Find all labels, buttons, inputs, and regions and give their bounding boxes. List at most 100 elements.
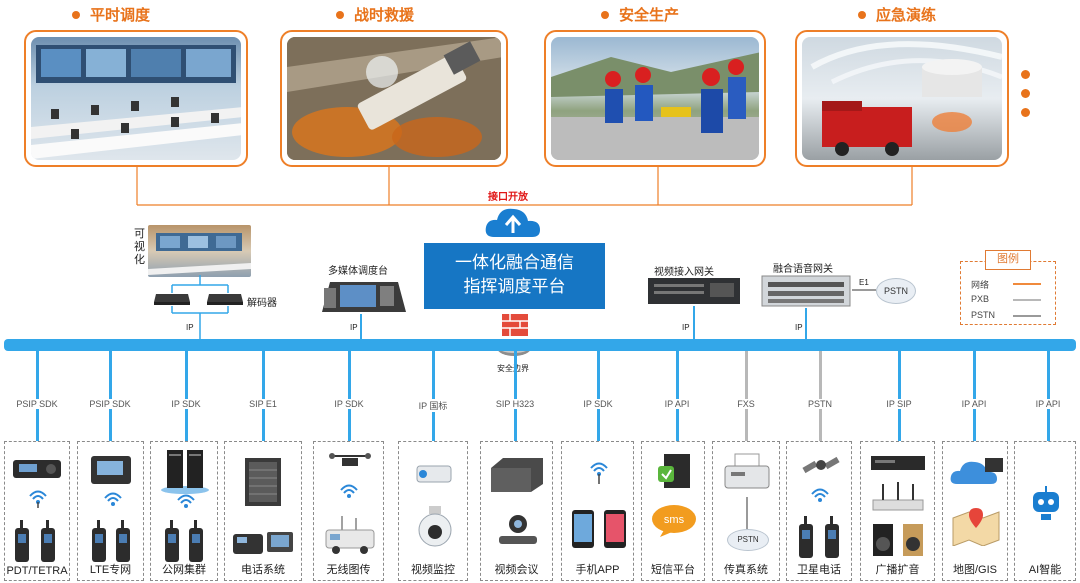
smartphone-icon bbox=[572, 510, 626, 548]
platform-title-line2: 指挥调度平台 bbox=[463, 277, 566, 296]
card-satellite-phone: 卫星电话 bbox=[786, 441, 852, 581]
card-label: 广播扩音 bbox=[875, 564, 920, 576]
svg-text:sms: sms bbox=[664, 514, 685, 526]
protocol-label-7: SIP H323 bbox=[493, 399, 537, 409]
satellite-handset-icon bbox=[799, 516, 813, 558]
fax-machine-icon bbox=[724, 453, 770, 489]
platform-title-line1: 一体化融合通信 bbox=[455, 253, 574, 272]
legend-item-pxb: PXB bbox=[971, 294, 990, 304]
card-label: LTE专网 bbox=[89, 564, 132, 576]
wifi-icon bbox=[29, 490, 47, 508]
video-gateway-ip-label: IP bbox=[682, 323, 690, 332]
handheld-radio-icon bbox=[165, 520, 179, 562]
decoder-label: 解码器 bbox=[247, 298, 277, 309]
card-label: 短信平台 bbox=[651, 564, 695, 576]
card-label: 视频监控 bbox=[411, 564, 455, 576]
card-broadcast: 广播扩音 bbox=[860, 441, 935, 581]
drone-icon bbox=[329, 453, 371, 466]
card-public-cluster: 公网集群 bbox=[150, 441, 218, 581]
handheld-radio-icon bbox=[15, 520, 29, 562]
bullet-camera-icon bbox=[416, 465, 452, 483]
decoder-icon-1 bbox=[154, 294, 190, 305]
scenario-connection-lines bbox=[136, 167, 913, 206]
protocol-label-11: PSTN bbox=[805, 399, 835, 409]
link-11 bbox=[819, 351, 822, 441]
card-label: 无线图传 bbox=[326, 564, 371, 576]
microphone-array-icon bbox=[872, 482, 924, 511]
handheld-radio-icon bbox=[41, 520, 55, 562]
decoder-ip-label: IP bbox=[186, 323, 194, 332]
multimedia-console-label: 多媒体调度台 bbox=[328, 266, 388, 277]
card-label: 手机APP bbox=[575, 564, 620, 576]
link-10 bbox=[745, 351, 748, 441]
card-fax-system: PSTN 传真系统 bbox=[712, 441, 780, 581]
card-label: PDT/TETRA bbox=[6, 565, 68, 577]
network-bus bbox=[4, 339, 1076, 351]
protocol-label-1: PSIP SDK bbox=[14, 399, 60, 409]
console-ip-label: IP bbox=[350, 323, 358, 332]
link-6 bbox=[432, 351, 435, 441]
multimedia-console-icon bbox=[322, 282, 406, 312]
card-video-conference: 视频会议 bbox=[480, 441, 553, 581]
server-icon bbox=[161, 450, 209, 494]
card-label: 公网集群 bbox=[162, 564, 206, 576]
protocol-label-12: IP SIP bbox=[884, 399, 914, 409]
e1-link bbox=[852, 289, 876, 291]
scenario-image-dispatch bbox=[24, 30, 248, 167]
visualization-label: 可视化 bbox=[134, 228, 145, 266]
link-1 bbox=[36, 351, 39, 441]
handheld-radio-icon bbox=[92, 520, 106, 562]
fax-pstn-link bbox=[746, 497, 748, 529]
visualization-wall-image bbox=[148, 225, 251, 277]
card-label: 地图/GIS bbox=[952, 564, 997, 576]
card-label: 卫星电话 bbox=[797, 564, 841, 576]
scenario-title-3: 安全生产 bbox=[601, 4, 679, 25]
scenario-title-2: 战时救援 bbox=[336, 4, 414, 25]
link-9 bbox=[676, 351, 679, 441]
wifi-icon bbox=[340, 484, 358, 498]
card-pdt-tetra: PDT/TETRA bbox=[4, 441, 70, 581]
protocol-label-6: IP 国标 bbox=[416, 399, 450, 412]
card-label: 电话系统 bbox=[241, 564, 285, 576]
more-scenarios-indicator bbox=[1021, 70, 1030, 127]
legend-item-pstn: PSTN bbox=[971, 310, 996, 320]
link-2 bbox=[109, 351, 112, 441]
legend-item-network: 网络 bbox=[971, 280, 990, 290]
protocol-label-13: IP API bbox=[959, 399, 989, 409]
scenario-image-drill bbox=[795, 30, 1009, 167]
card-sms-platform: sms 短信平台 bbox=[641, 441, 705, 581]
link-12 bbox=[898, 351, 901, 441]
firewall-icon bbox=[502, 314, 528, 336]
legend-swatch-pstn bbox=[1013, 315, 1041, 317]
robot-icon bbox=[1033, 486, 1059, 520]
link-3 bbox=[185, 351, 188, 441]
card-map-gis: 地图/GIS bbox=[942, 441, 1008, 581]
fusion-gateway-label: 融合语音网关 bbox=[773, 264, 833, 275]
desk-phone-icon bbox=[233, 532, 293, 554]
scenario-image-safety bbox=[544, 30, 766, 167]
card-video-surveillance: 视频监控 bbox=[398, 441, 468, 581]
scenario-title-1: 平时调度 bbox=[72, 4, 150, 25]
legend-swatch-network bbox=[1013, 283, 1041, 285]
mcu-icon bbox=[491, 458, 543, 492]
link-14 bbox=[1047, 351, 1050, 441]
interface-open-label: 接口开放 bbox=[488, 192, 528, 203]
scenario-image-rescue bbox=[280, 30, 508, 167]
card-wireless-video: 无线图传 bbox=[313, 441, 384, 581]
cloud-icon bbox=[485, 208, 540, 237]
link-8 bbox=[597, 351, 600, 441]
protocol-label-14: IP API bbox=[1033, 399, 1063, 409]
handheld-radio-icon bbox=[116, 520, 130, 562]
fusion-gateway-ip-label: IP bbox=[795, 323, 803, 332]
protocol-label-5: IP SDK bbox=[332, 399, 366, 409]
satellite-icon bbox=[802, 456, 840, 474]
scenario-title-4: 应急演练 bbox=[858, 4, 936, 25]
protocol-label-8: IP SDK bbox=[581, 399, 615, 409]
card-label: 视频会议 bbox=[494, 564, 539, 576]
command-vehicle-icon bbox=[325, 516, 375, 554]
card-mobile-app: 手机APP bbox=[561, 441, 634, 581]
pstn-cloud: PSTN bbox=[876, 278, 916, 304]
decoder-links bbox=[171, 275, 229, 339]
legend-title: 图例 bbox=[985, 250, 1031, 270]
fusion-gateway-icon bbox=[761, 275, 851, 307]
